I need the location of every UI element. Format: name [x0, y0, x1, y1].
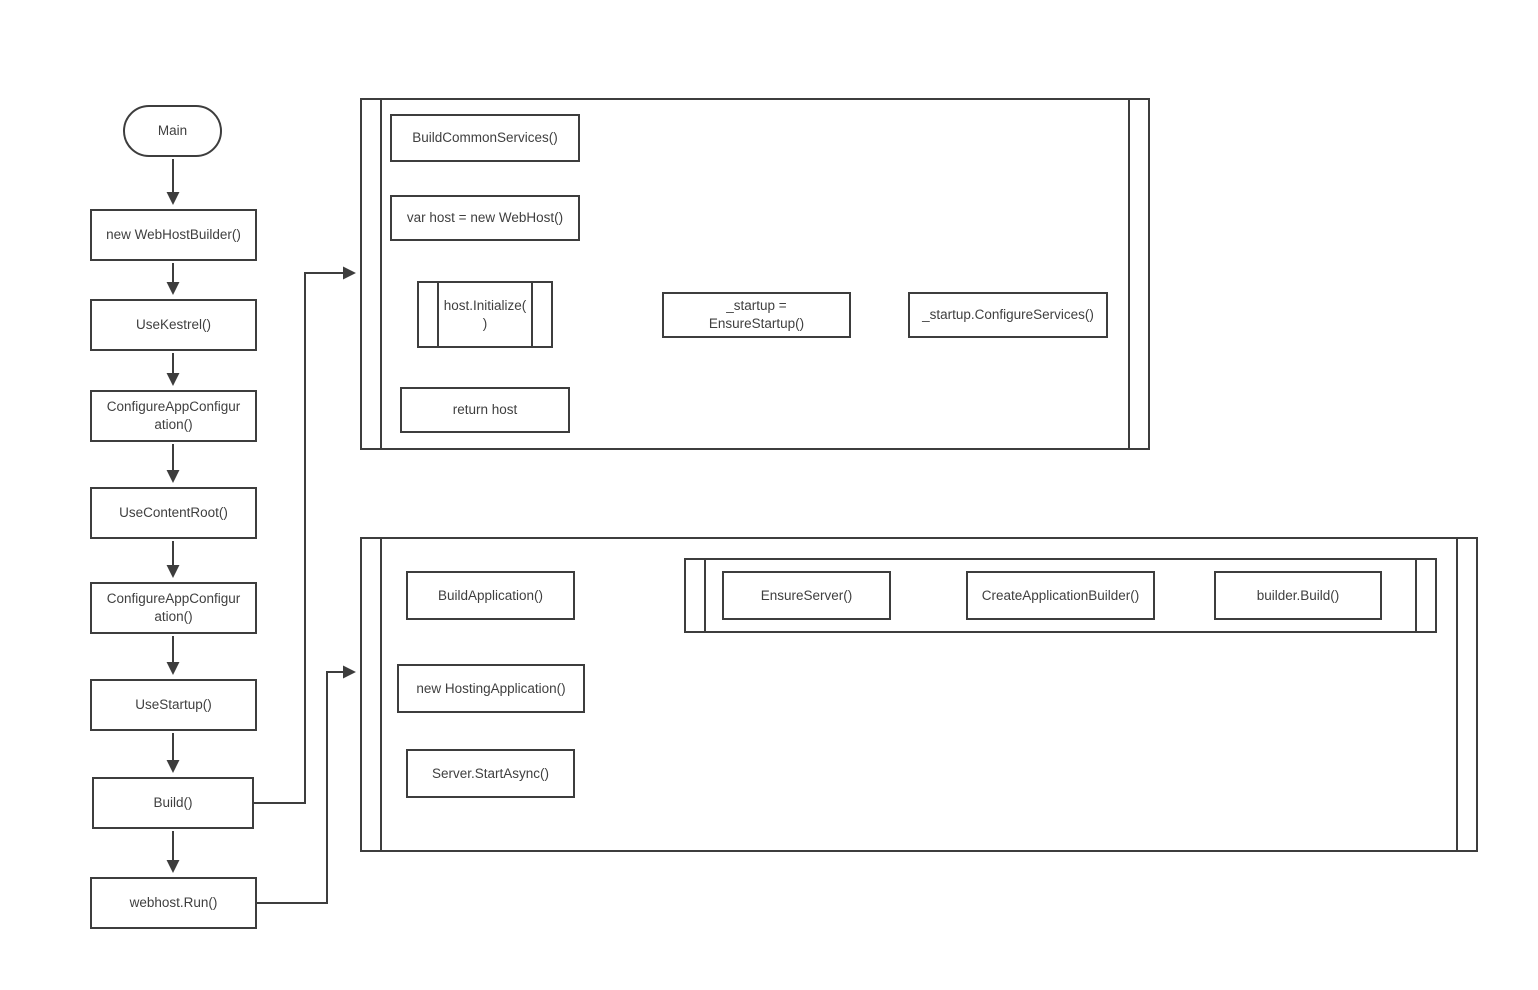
node-buildapplication: BuildApplication() [406, 571, 575, 620]
node-usecontentroot: UseContentRoot() [90, 487, 257, 539]
activation-bar-right [1456, 539, 1458, 850]
activation-bar-right [1128, 100, 1130, 448]
node-new-hostingapplication: new HostingApplication() [397, 664, 585, 713]
node-ensureserver: EnsureServer() [722, 571, 891, 620]
node-host-initialize: host.Initialize( ) [417, 281, 553, 348]
node-main: Main [123, 105, 222, 157]
activation-bar-right [1415, 560, 1417, 631]
node-builder-build: builder.Build() [1214, 571, 1382, 620]
arrow-build-to-build-frame [254, 266, 356, 804]
node-return-host: return host [400, 387, 570, 433]
arrow-webhost-run-to-run-frame [257, 665, 356, 904]
node-build: Build() [92, 777, 254, 829]
node-host-initialize-label: host.Initialize( ) [443, 297, 527, 331]
subprocess-bar-right [531, 281, 533, 348]
node-webhost-run: webhost.Run() [90, 877, 257, 929]
node-createapplicationbuilder: CreateApplicationBuilder() [966, 571, 1155, 620]
node-startup-ensurestartup: _startup = EnsureStartup() [662, 292, 851, 338]
activation-bar-left [380, 539, 382, 850]
activation-bar-left [704, 560, 706, 631]
node-usestartup: UseStartup() [90, 679, 257, 731]
node-server-startasync: Server.StartAsync() [406, 749, 575, 798]
node-configureappconfiguration-1: ConfigureAppConfigur ation() [90, 390, 257, 442]
node-configureappconfiguration-2: ConfigureAppConfigur ation() [90, 582, 257, 634]
node-startup-configureservices: _startup.ConfigureServices() [908, 292, 1108, 338]
node-new-webhostbuilder: new WebHostBuilder() [90, 209, 257, 261]
node-buildcommonservices: BuildCommonServices() [390, 114, 580, 162]
subprocess-bar-left [437, 281, 439, 348]
activation-bar-left [380, 100, 382, 448]
node-var-host-new-webhost: var host = new WebHost() [390, 195, 580, 241]
node-usekestrel: UseKestrel() [90, 299, 257, 351]
